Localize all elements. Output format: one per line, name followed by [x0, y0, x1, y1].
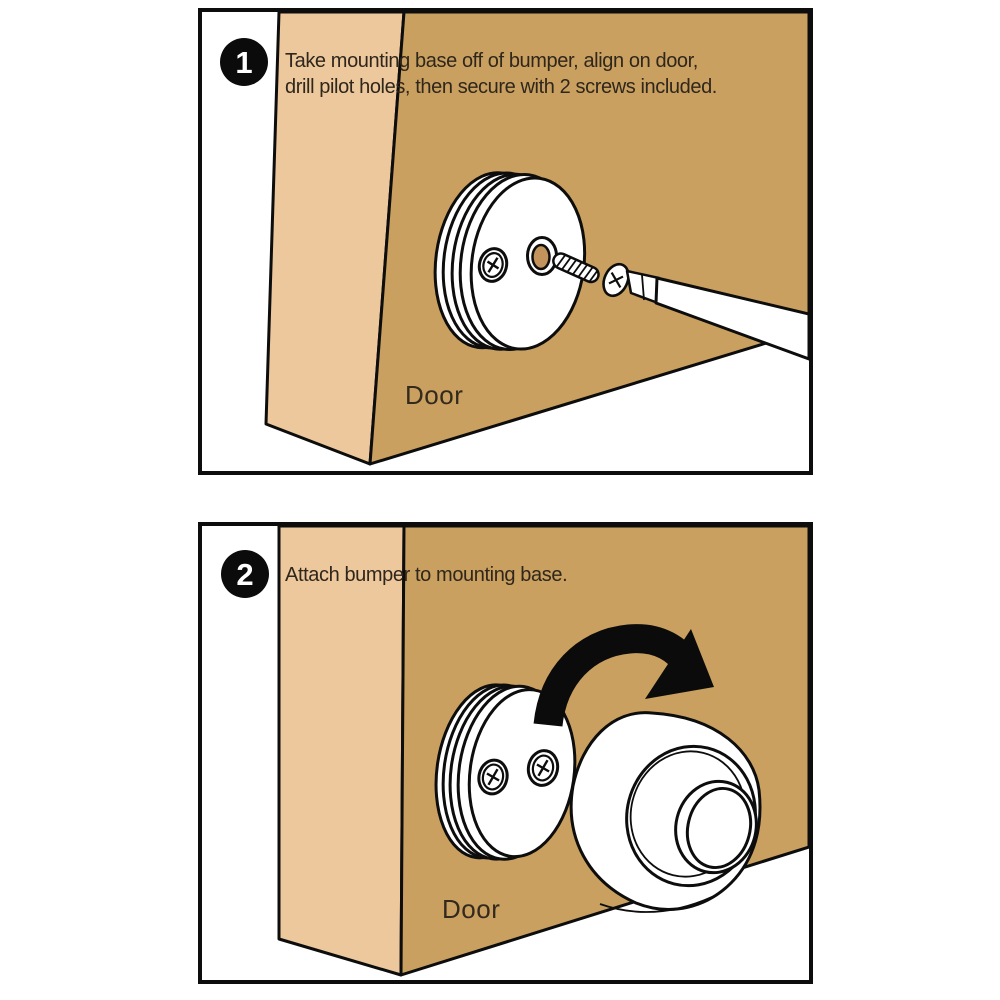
mounting-base: [434, 683, 577, 861]
bumper-tip-inner: [685, 786, 753, 870]
instruction-line-1: Take mounting base off of bumper, align …: [285, 50, 698, 72]
screw-head: [602, 262, 630, 298]
pilot-hole: [526, 236, 558, 276]
screw-head-icon: [526, 749, 560, 787]
screwdriver: [625, 269, 809, 361]
door-front-face: [368, 12, 809, 466]
rotation-arrow-icon: [533, 624, 714, 728]
instruction-line-2: drill pilot holes, then secure with 2 sc…: [285, 76, 717, 98]
door-label: Door: [405, 380, 464, 410]
door-edge-face: [277, 526, 406, 977]
screw: [552, 252, 630, 298]
step-2-panel: 2 Attach bumper to mounting base. Door: [198, 522, 813, 984]
step-2-instruction: Attach bumper to mounting base.: [285, 562, 568, 588]
step-1-panel: 1 Take mounting base off of bumper, alig…: [198, 8, 813, 475]
step-1-instruction: Take mounting base off of bumper, align …: [285, 48, 717, 100]
step-number-badge: 2: [221, 550, 269, 598]
instruction-line-1: Attach bumper to mounting base.: [285, 564, 568, 586]
step-2-illustration: [277, 526, 809, 977]
screw-head-icon: [477, 758, 509, 796]
step-1-illustration: [264, 12, 809, 466]
step-number: 1: [235, 44, 253, 80]
bumper: [569, 711, 762, 913]
screwdriver-shaft: [654, 276, 809, 361]
door-label: Door: [442, 894, 501, 924]
step-number: 2: [236, 556, 254, 592]
step-number-badge: 1: [220, 38, 268, 86]
screw-head-icon: [477, 247, 509, 283]
